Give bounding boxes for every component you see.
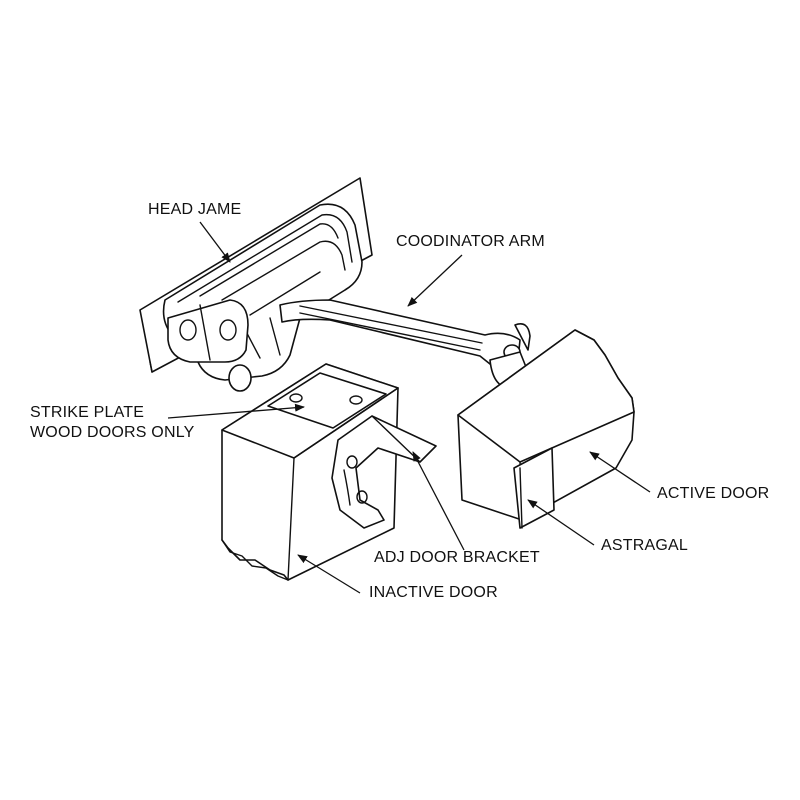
inactive-door — [221, 363, 399, 581]
label-coordinator-arm: COODINATOR ARM — [396, 233, 545, 250]
leader-astragal — [527, 499, 595, 546]
coordinator-arm — [279, 299, 531, 387]
leader-head-jamb — [199, 221, 231, 263]
label-strike-plate-line2: WOOD DOORS ONLY — [30, 424, 195, 441]
adjusting-knob — [228, 364, 252, 392]
leader-inactive-door — [297, 554, 361, 594]
leader-adj-door-bracket — [412, 451, 465, 551]
adj-door-bracket — [331, 415, 437, 529]
label-strike-plate-line1: STRIKE PLATE — [30, 404, 145, 421]
label-astragal: ASTRAGAL — [601, 537, 688, 554]
label-strike-plate: STRIKE PLATE WOOD DOORS ONLY — [30, 403, 195, 443]
leader-lines — [167, 221, 651, 594]
label-head-jamb: HEAD JAME — [148, 201, 242, 218]
leader-coordinator-arm — [407, 254, 463, 307]
label-active-door: ACTIVE DOOR — [657, 485, 770, 502]
leader-active-door — [589, 451, 651, 493]
leader-strike-plate — [167, 403, 305, 419]
active-door — [457, 329, 635, 529]
pivot-bracket — [167, 299, 249, 363]
label-adj-door-bracket: ADJ DOOR BRACKET — [374, 549, 540, 566]
label-inactive-door: INACTIVE DOOR — [369, 584, 498, 601]
